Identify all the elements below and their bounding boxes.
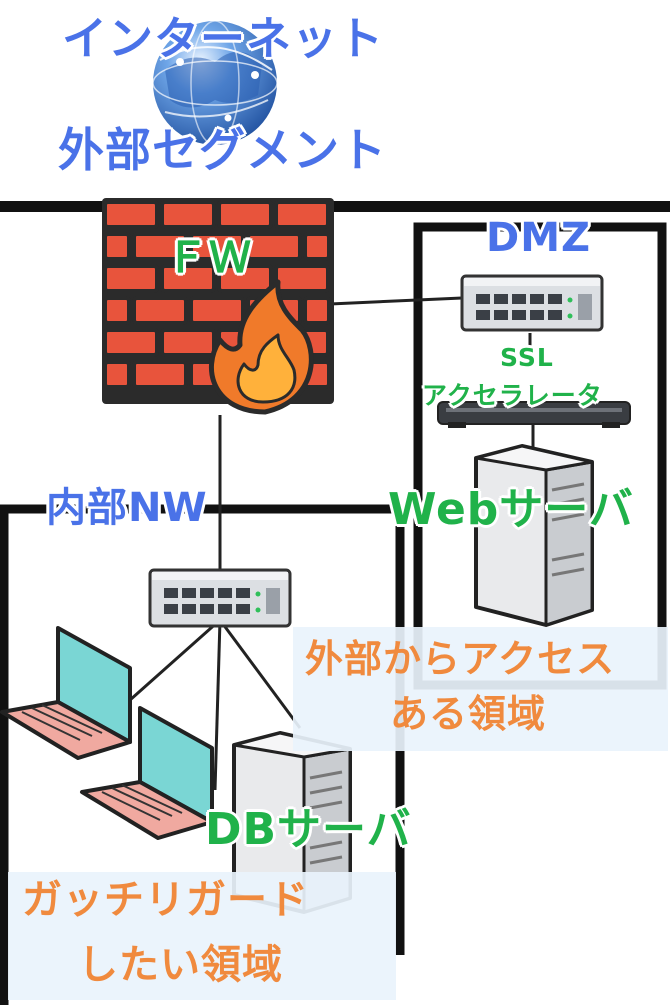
internal-nw-label: 内部NW	[46, 485, 208, 531]
switch-icon	[460, 274, 604, 332]
dmz-label: DMZ	[486, 215, 592, 261]
laptop-icon	[80, 706, 214, 840]
db-server-label: DBサーバ	[205, 804, 412, 855]
external-segment-boundary	[0, 201, 670, 212]
laptop-icon	[0, 626, 132, 760]
internet-label: インターネット	[62, 12, 385, 65]
flame-icon	[209, 279, 314, 415]
dmz-note-line1: 外部からアクセス	[305, 637, 616, 681]
ssl-accelerator-icon	[437, 401, 631, 428]
firewall-label: ＦＷ	[166, 233, 253, 282]
internal-note-line2: したい領域	[78, 942, 283, 988]
server-icon	[232, 731, 352, 914]
firewall-icon	[102, 198, 334, 415]
server-icon	[474, 444, 594, 627]
ssl-label: SSL	[500, 343, 554, 372]
dmz-note-line2: ある領域	[390, 692, 547, 736]
internal-note-panel	[8, 872, 396, 1000]
switch-icon	[148, 568, 292, 628]
globe-icon	[152, 20, 278, 146]
web-server-label: Webサーバ	[388, 484, 634, 535]
dmz-note-panel	[293, 627, 668, 751]
internal-note-line1: ガッチリガード	[22, 877, 309, 923]
ssl-accelerator-label: アクセラレータ	[422, 381, 603, 410]
external-segment-label: 外部セグメント	[58, 123, 387, 177]
